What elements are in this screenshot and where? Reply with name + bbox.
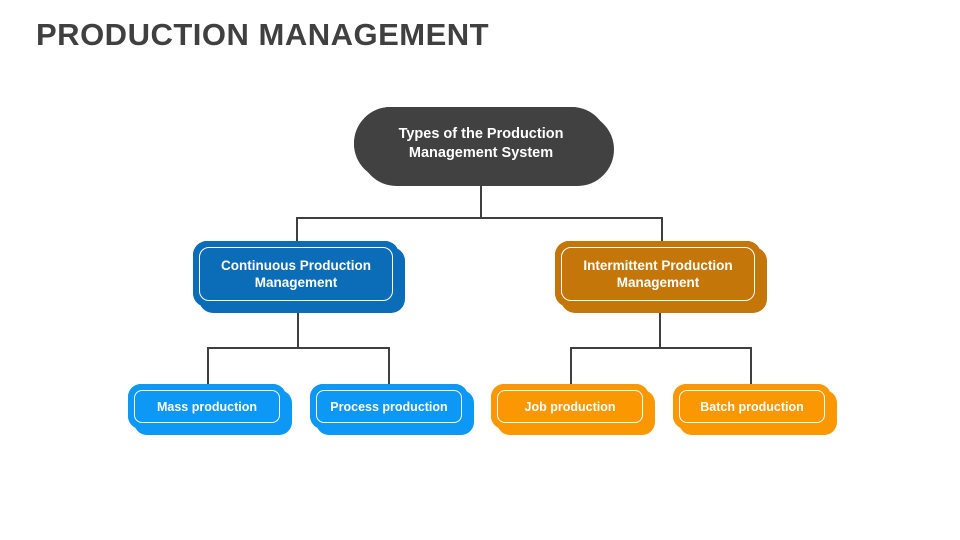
node-mass-production[interactable]: Mass production bbox=[128, 384, 292, 435]
node-mass-production-label: Mass production bbox=[156, 399, 257, 414]
node-job-production-label: Job production bbox=[524, 399, 616, 414]
connector-left-bus bbox=[207, 347, 389, 349]
node-batch-production-label: Batch production bbox=[700, 399, 804, 414]
node-front-layer bbox=[193, 241, 399, 307]
node-intermittent-label: Intermittent Production Management bbox=[583, 257, 733, 290]
node-front-layer bbox=[310, 384, 468, 429]
connector-drop-job bbox=[570, 347, 572, 385]
node-root[interactable]: Types of the Production Management Syste… bbox=[354, 107, 614, 186]
node-process-production[interactable]: Process production bbox=[310, 384, 474, 435]
connector-right-bus bbox=[570, 347, 751, 349]
connector-intermittent-stem bbox=[659, 307, 661, 348]
node-front-layer bbox=[491, 384, 649, 429]
connector-drop-intermittent bbox=[661, 217, 663, 242]
node-root-label: Types of the Production Management Syste… bbox=[398, 125, 564, 161]
node-process-production-label: Process production bbox=[330, 399, 448, 414]
node-front-layer bbox=[128, 384, 286, 429]
connector-root-stem bbox=[480, 180, 482, 218]
node-front-layer bbox=[354, 107, 608, 180]
node-intermittent-production-management[interactable]: Intermittent Production Management bbox=[555, 241, 767, 313]
node-front-layer bbox=[555, 241, 761, 307]
node-front-layer bbox=[673, 384, 831, 429]
connector-level1-bus bbox=[296, 217, 663, 219]
connector-drop-batch bbox=[750, 347, 752, 385]
connector-drop-mass bbox=[207, 347, 209, 385]
connector-drop-continuous bbox=[296, 217, 298, 242]
node-continuous-production-management[interactable]: Continuous Production Management bbox=[193, 241, 405, 313]
node-job-production[interactable]: Job production bbox=[491, 384, 655, 435]
node-continuous-label: Continuous Production Management bbox=[221, 257, 371, 290]
connector-continuous-stem bbox=[297, 307, 299, 348]
page-title: PRODUCTION MANAGEMENT bbox=[36, 17, 490, 52]
connector-drop-process bbox=[388, 347, 390, 385]
node-batch-production[interactable]: Batch production bbox=[673, 384, 837, 435]
